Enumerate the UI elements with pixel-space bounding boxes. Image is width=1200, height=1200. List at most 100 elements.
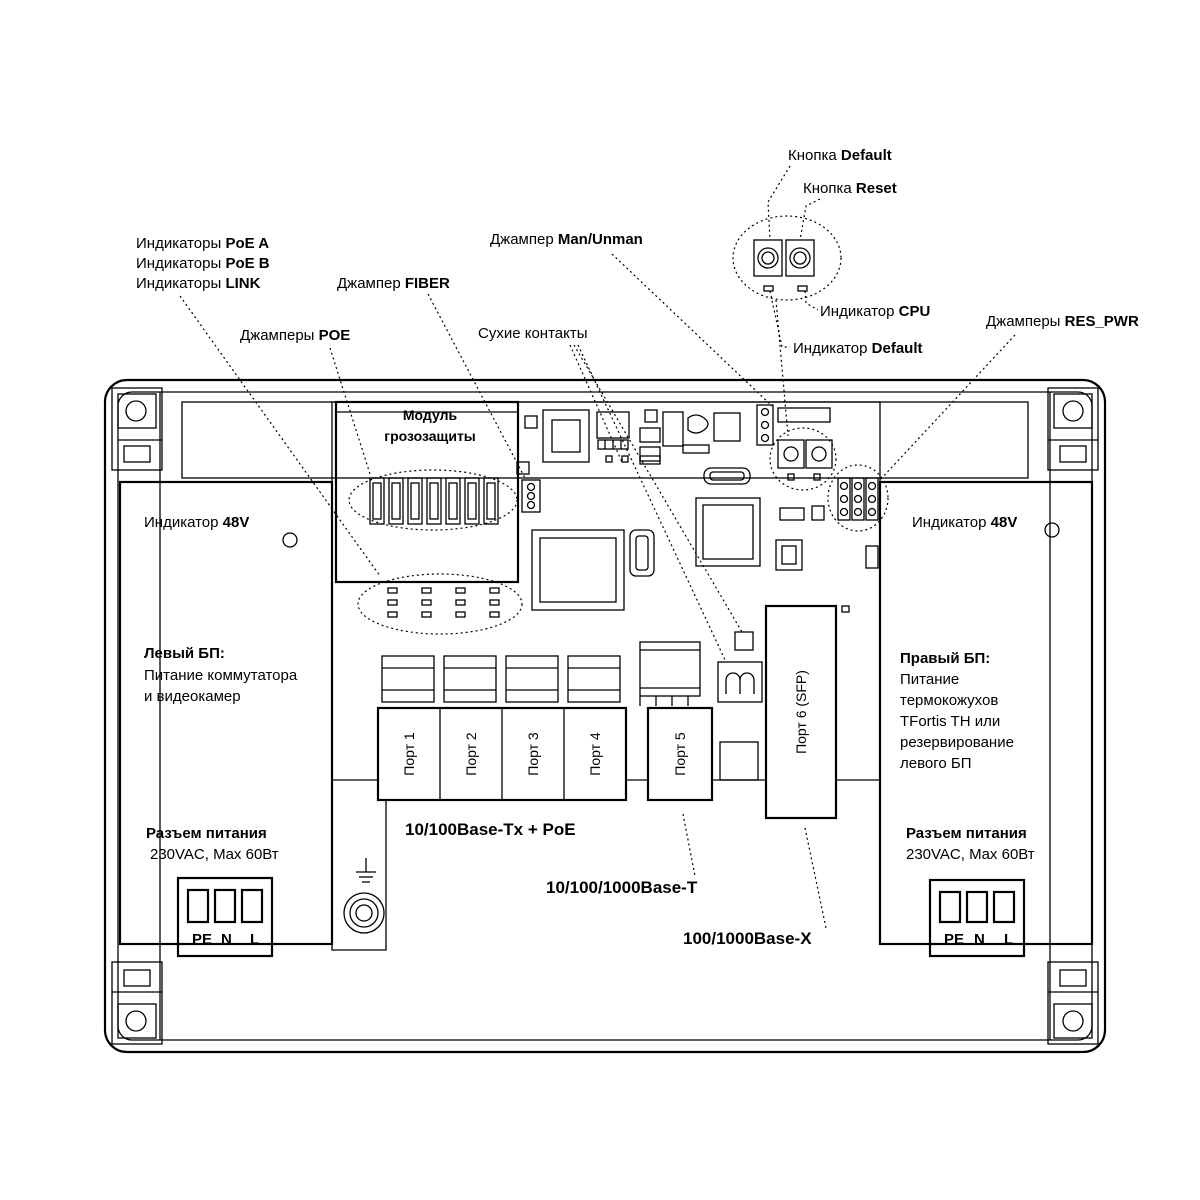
status-led: [387, 599, 398, 606]
callout-reset-button: Кнопка Reset: [803, 180, 897, 197]
callout-cpu-indicator: Индикатор CPU: [820, 303, 930, 320]
right-terminal-pe: PE: [944, 931, 964, 948]
right-psu-desc-3: TFortis TH или: [900, 713, 1000, 730]
status-led: [387, 587, 398, 594]
surge-protection-module: Модуль грозозащиты: [334, 400, 520, 584]
transformers-row: [381, 641, 701, 706]
status-led: [489, 611, 500, 618]
board-buttons: [769, 427, 837, 491]
left-power-connector: PE N L: [176, 876, 274, 958]
button-detail-callout: [732, 215, 842, 301]
left-psu-connector-spec: 230VAC, Max 60Вт: [150, 846, 279, 863]
callout-dry-contacts: Сухие контакты: [478, 325, 588, 342]
right-psu-48v-led: [1044, 522, 1060, 538]
right-terminal-l: L: [1004, 931, 1013, 948]
status-led: [421, 611, 432, 618]
surge-module-title-2: грозозащиты: [384, 428, 476, 444]
port-6-label: Порт 6 (SFP): [793, 670, 809, 754]
callout-poe-jumpers: Джамперы POE: [240, 327, 350, 344]
surge-slot: [407, 477, 423, 525]
callout-poe-a-indicators: Индикаторы PoE A: [136, 235, 269, 252]
surge-slot-inner: [410, 482, 420, 520]
surge-slot-inner: [429, 482, 439, 520]
left-terminal-n: N: [221, 931, 232, 948]
status-led: [421, 587, 432, 594]
leader-lines: [179, 165, 1016, 663]
left-psu-title: Левый БП:: [144, 645, 225, 662]
right-psu-connector-spec: 230VAC, Max 60Вт: [906, 846, 1035, 863]
port-1-label: Порт 1: [401, 732, 417, 776]
surge-slot: [483, 477, 499, 525]
callout-res-pwr-jumpers: Джамперы RES_PWR: [986, 313, 1139, 330]
left-terminal-l: L: [250, 931, 259, 948]
port-transformer: [567, 655, 621, 703]
leader-sfp-port: [804, 827, 827, 929]
port-4-label: Порт 4: [587, 732, 603, 776]
surge-slot-inner: [486, 482, 496, 520]
status-led: [489, 599, 500, 606]
surge-slot-inner: [448, 482, 458, 520]
right-psu: Индикатор 48V Правый БП: Питание термоко…: [878, 480, 1094, 958]
surge-slot: [464, 477, 480, 525]
status-led: [421, 599, 432, 606]
corner-mount-bottom-left: [111, 961, 163, 1045]
status-led: [455, 599, 466, 606]
dry-contacts-terminal: [717, 631, 763, 703]
callout-poe-b-indicators: Индикаторы PoE B: [136, 255, 270, 272]
sfp-port-block: Порт 6 (SFP): [764, 604, 838, 820]
right-terminal-n: N: [974, 931, 985, 948]
right-psu-indicator-label: Индикатор 48V: [912, 514, 1017, 531]
status-led: [455, 587, 466, 594]
poe-ports-block: Порт 1 Порт 2 Порт 3 Порт 4: [376, 706, 628, 802]
corner-mount-bottom-right: [1047, 961, 1099, 1045]
surge-slot-inner: [467, 482, 477, 520]
left-psu-48v-led: [282, 532, 298, 548]
ground-terminal: [331, 780, 387, 951]
status-led: [387, 611, 398, 618]
man-unman-jumper: [756, 404, 831, 446]
left-psu-indicator-label: Индикатор 48V: [144, 514, 249, 531]
left-psu: Индикатор 48V Левый БП: Питание коммутат…: [118, 480, 334, 958]
port-transformer: [505, 655, 559, 703]
right-psu-desc-4: резервирование: [900, 734, 1014, 751]
surge-module-slots: [369, 477, 499, 525]
port-3-label: Порт 3: [525, 732, 541, 776]
callout-default-button: Кнопка Default: [788, 147, 892, 164]
surge-slot: [445, 477, 461, 525]
port-5-label: Порт 5: [672, 732, 688, 776]
poe-link-led-matrix: [357, 573, 523, 635]
right-psu-desc-2: термокожухов: [900, 692, 998, 709]
status-led: [455, 611, 466, 618]
callout-default-indicator: Индикатор Default: [793, 340, 923, 357]
surge-slot: [388, 477, 404, 525]
gigabit-port-block: Порт 5: [646, 706, 759, 802]
surge-slot: [426, 477, 442, 525]
fiber-jumper: [516, 461, 541, 513]
port-2-label: Порт 2: [463, 732, 479, 776]
callout-man-unman-jumper: Джампер Man/Unman: [490, 231, 643, 248]
surge-slot: [369, 477, 385, 525]
left-psu-desc-2: и видеокамер: [144, 688, 241, 705]
left-psu-connector-title: Разъем питания: [146, 825, 267, 842]
gig-port-caption: 10/100/1000Base-T: [546, 878, 698, 897]
res-pwr-jumpers: [827, 464, 889, 532]
left-terminal-pe: PE: [192, 931, 212, 948]
port-transformer: [443, 655, 497, 703]
callout-fiber-jumper: Джампер FIBER: [337, 275, 450, 292]
sfp-port-caption: 100/1000Base-X: [683, 929, 812, 948]
corner-mount-top-right: [1047, 387, 1099, 471]
right-psu-desc-1: Питание: [900, 671, 959, 688]
status-led: [489, 587, 500, 594]
right-psu-title: Правый БП:: [900, 650, 990, 667]
board-components-upper: [524, 409, 751, 485]
left-psu-desc-1: Питание коммутатора: [144, 667, 298, 684]
surge-module-title-1: Модуль: [403, 407, 458, 423]
right-psu-connector-title: Разъем питания: [906, 825, 1027, 842]
callout-link-indicators: Индикаторы LINK: [136, 275, 261, 292]
port-transformer: [381, 655, 435, 703]
surge-slot-inner: [372, 482, 382, 520]
leader-gig-port: [682, 813, 696, 877]
right-power-connector: PE N L: [928, 878, 1026, 958]
poe-ports-caption: 10/100Base-Tx + PoE: [405, 820, 576, 839]
